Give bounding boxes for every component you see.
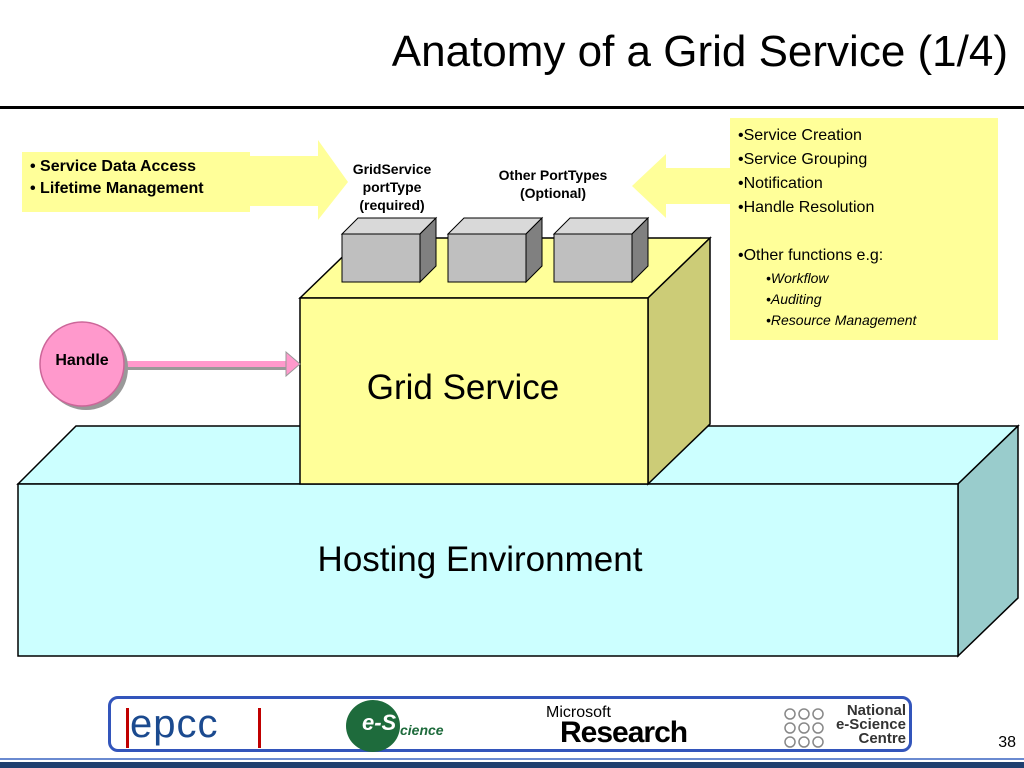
label-line: (required) (359, 197, 425, 213)
title-rule (0, 106, 1024, 109)
escience-logo-sub: cience (400, 722, 444, 738)
nesc-logo: National e-Science Centre (826, 702, 906, 747)
nesc-logo-dots (784, 708, 824, 748)
left-note-item-text: Lifetime Management (40, 180, 204, 197)
microsoft-logo: Microsoft (546, 704, 611, 721)
label-line: (Optional) (519, 185, 587, 201)
nesc-logo-line: Centre (858, 730, 906, 747)
right-note-other-heading: •Other functions e.g: (738, 247, 884, 264)
label-line: portType (362, 179, 422, 195)
footer-logo-bar (108, 696, 912, 752)
handle-circle (39, 321, 125, 407)
bottom-rule (0, 758, 1024, 760)
spacer (738, 220, 998, 244)
grid-service-front (299, 297, 649, 485)
grid-service-diagram (16, 140, 1020, 658)
right-note-item: •Notification (738, 175, 823, 192)
left-note-arrow (250, 140, 348, 220)
gridservice-porttype-cube (340, 216, 438, 284)
gridservice-porttype-label: GridService portType (required) (348, 160, 436, 214)
page-number: 38 (998, 734, 1016, 751)
left-note: • Service Data Access • Lifetime Managem… (22, 152, 250, 212)
grid-service-label: Grid Service (366, 368, 560, 407)
right-note-arrow (632, 154, 730, 218)
epcc-logo-bar (258, 708, 261, 748)
right-note-sub-item: •Resource Management (766, 312, 917, 328)
handle-label: Handle (55, 352, 109, 369)
label-line: GridService (352, 161, 432, 177)
right-note-sub-item: •Workflow (766, 270, 829, 286)
left-note-item: • Lifetime Management (30, 180, 204, 197)
escience-logo-emblem (346, 700, 400, 752)
research-logo: Research (560, 716, 688, 749)
right-note-item: •Service Creation (738, 127, 862, 144)
right-note-item: •Service Grouping (738, 151, 868, 168)
left-note-item: • Service Data Access (30, 158, 197, 175)
nesc-logo-line: National (846, 702, 906, 719)
label-line: Other PortTypes (498, 167, 608, 183)
right-note-item: •Handle Resolution (738, 199, 875, 216)
slide-title: Anatomy of a Grid Service (1/4) (391, 27, 1008, 76)
right-note-sub-item: •Auditing (766, 291, 822, 307)
right-note: •Service Creation •Service Grouping •Not… (730, 118, 998, 340)
handle-arrow (122, 350, 301, 378)
hosting-environment-label: Hosting Environment (317, 540, 643, 579)
other-porttype-cube-2 (552, 216, 650, 284)
epcc-logo: epcc (130, 702, 219, 746)
epcc-logo-bar (126, 708, 129, 748)
other-porttypes-label: Other PortTypes (Optional) (476, 166, 630, 202)
nesc-logo-line: e-Science (835, 716, 906, 733)
escience-logo: e-S (362, 710, 397, 735)
bottom-strip (0, 762, 1024, 768)
left-note-item-text: Service Data Access (40, 158, 197, 175)
other-porttype-cube-1 (446, 216, 544, 284)
